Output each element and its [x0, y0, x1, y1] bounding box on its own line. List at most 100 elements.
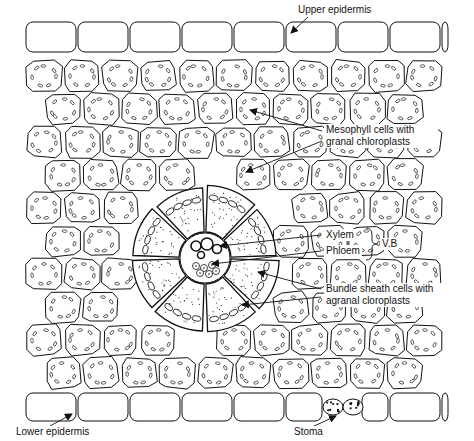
granal-chloroplast — [167, 181, 172, 186]
stipple-dot — [183, 221, 184, 222]
granal-chloroplast — [434, 207, 437, 212]
granal-chloroplast — [423, 262, 428, 265]
granal-chloroplast — [43, 196, 48, 199]
granal-chloroplast — [34, 132, 39, 137]
granal-chloroplast — [397, 272, 400, 277]
granal-chloroplast — [78, 131, 83, 134]
granal-chloroplast — [377, 107, 380, 112]
stipple-dot — [184, 301, 185, 302]
granal-chloroplast — [107, 267, 111, 272]
granal-chloroplast — [108, 365, 113, 370]
epidermis-label: Lower epidermis — [14, 426, 91, 438]
granal-chloroplast — [90, 363, 95, 368]
granal-chloroplast — [71, 213, 76, 218]
granal-chloroplast — [354, 308, 358, 313]
granal-chloroplast — [280, 165, 285, 170]
stipple-dot — [167, 262, 168, 263]
granal-chloroplast — [223, 331, 228, 336]
granal-chloroplast — [232, 329, 237, 332]
agranal-chloroplast — [192, 197, 202, 203]
mesophyll-cell — [330, 192, 364, 225]
granal-chloroplast — [392, 176, 396, 181]
granal-chloroplast — [108, 100, 113, 105]
stipple-dot — [242, 280, 243, 281]
stipple-dot — [184, 213, 185, 214]
stipple-dot — [238, 248, 239, 249]
granal-chloroplast — [220, 141, 223, 146]
stipple-dot — [170, 285, 171, 286]
granal-chloroplast — [306, 329, 311, 332]
granal-chloroplast — [107, 135, 112, 140]
stipple-dot — [150, 261, 151, 262]
mesophyll-cell — [273, 359, 309, 389]
stipple-dot — [223, 193, 224, 194]
granal-chloroplast — [429, 66, 434, 71]
phloem-dot — [203, 267, 205, 269]
granal-chloroplast — [280, 135, 284, 140]
granal-chloroplast — [101, 183, 106, 187]
granal-chloroplast — [50, 174, 53, 179]
granal-chloroplast — [396, 338, 399, 343]
granal-chloroplast — [274, 149, 279, 153]
granal-chloroplast — [221, 339, 224, 344]
granal-chloroplast — [150, 347, 155, 351]
bundle-sheath-cell — [157, 188, 204, 239]
granal-chloroplast — [71, 167, 76, 172]
bundle-sheath-cell — [224, 210, 276, 258]
guard-cell-chloroplast — [355, 407, 357, 409]
granal-chloroplast — [263, 175, 267, 180]
stipple-dot — [226, 214, 227, 215]
stipple-dot — [163, 241, 164, 242]
stipple-dot — [244, 245, 245, 246]
granal-chloroplast — [72, 110, 76, 115]
stipple-dot — [258, 224, 259, 225]
granal-chloroplast — [142, 116, 147, 121]
granal-chloroplast — [47, 346, 52, 351]
stipple-dot — [233, 279, 234, 280]
granal-chloroplast — [97, 97, 102, 100]
granal-chloroplast — [69, 232, 74, 237]
granal-chloroplast — [148, 109, 152, 114]
agranal-chloroplast — [209, 316, 219, 322]
granal-chloroplast — [296, 339, 299, 344]
granal-chloroplast — [169, 116, 174, 120]
granal-chloroplast — [298, 331, 303, 336]
granal-chloroplast — [191, 64, 196, 68]
stipple-dot — [216, 302, 217, 303]
granal-chloroplast — [101, 381, 106, 385]
granal-chloroplast — [34, 66, 39, 71]
granal-chloroplast — [243, 69, 247, 74]
granal-chloroplast — [240, 107, 243, 112]
stipple-dot — [214, 223, 215, 224]
granal-chloroplast — [260, 133, 265, 138]
granal-chloroplast — [109, 330, 114, 335]
granal-chloroplast — [411, 208, 415, 213]
granal-chloroplast — [422, 328, 427, 331]
granal-chloroplast — [367, 163, 372, 167]
mesophyll-cell — [311, 358, 347, 387]
granal-chloroplast — [386, 216, 391, 220]
granal-chloroplast — [332, 116, 337, 120]
granal-chloroplast — [119, 262, 124, 265]
granal-chloroplast — [374, 364, 379, 369]
granal-chloroplast — [411, 69, 415, 74]
granal-chloroplast — [139, 97, 144, 101]
stipple-dot — [164, 286, 165, 287]
granal-chloroplast — [248, 163, 253, 166]
granal-chloroplast — [334, 378, 339, 383]
granal-chloroplast — [241, 166, 246, 171]
stipple-dot — [257, 218, 258, 219]
granal-chloroplast — [240, 132, 245, 137]
granal-chloroplast — [262, 346, 267, 351]
granal-chloroplast — [244, 75, 247, 80]
stipple-dot — [231, 209, 232, 210]
granal-chloroplast — [305, 130, 310, 134]
stipple-dot — [159, 267, 160, 268]
granal-chloroplast — [90, 266, 95, 271]
granal-chloroplast — [164, 110, 168, 115]
granal-chloroplast — [107, 77, 111, 82]
granal-chloroplast — [50, 372, 53, 377]
granal-chloroplast — [243, 379, 248, 384]
phloem-cell — [193, 263, 200, 270]
granal-chloroplast — [177, 117, 182, 121]
